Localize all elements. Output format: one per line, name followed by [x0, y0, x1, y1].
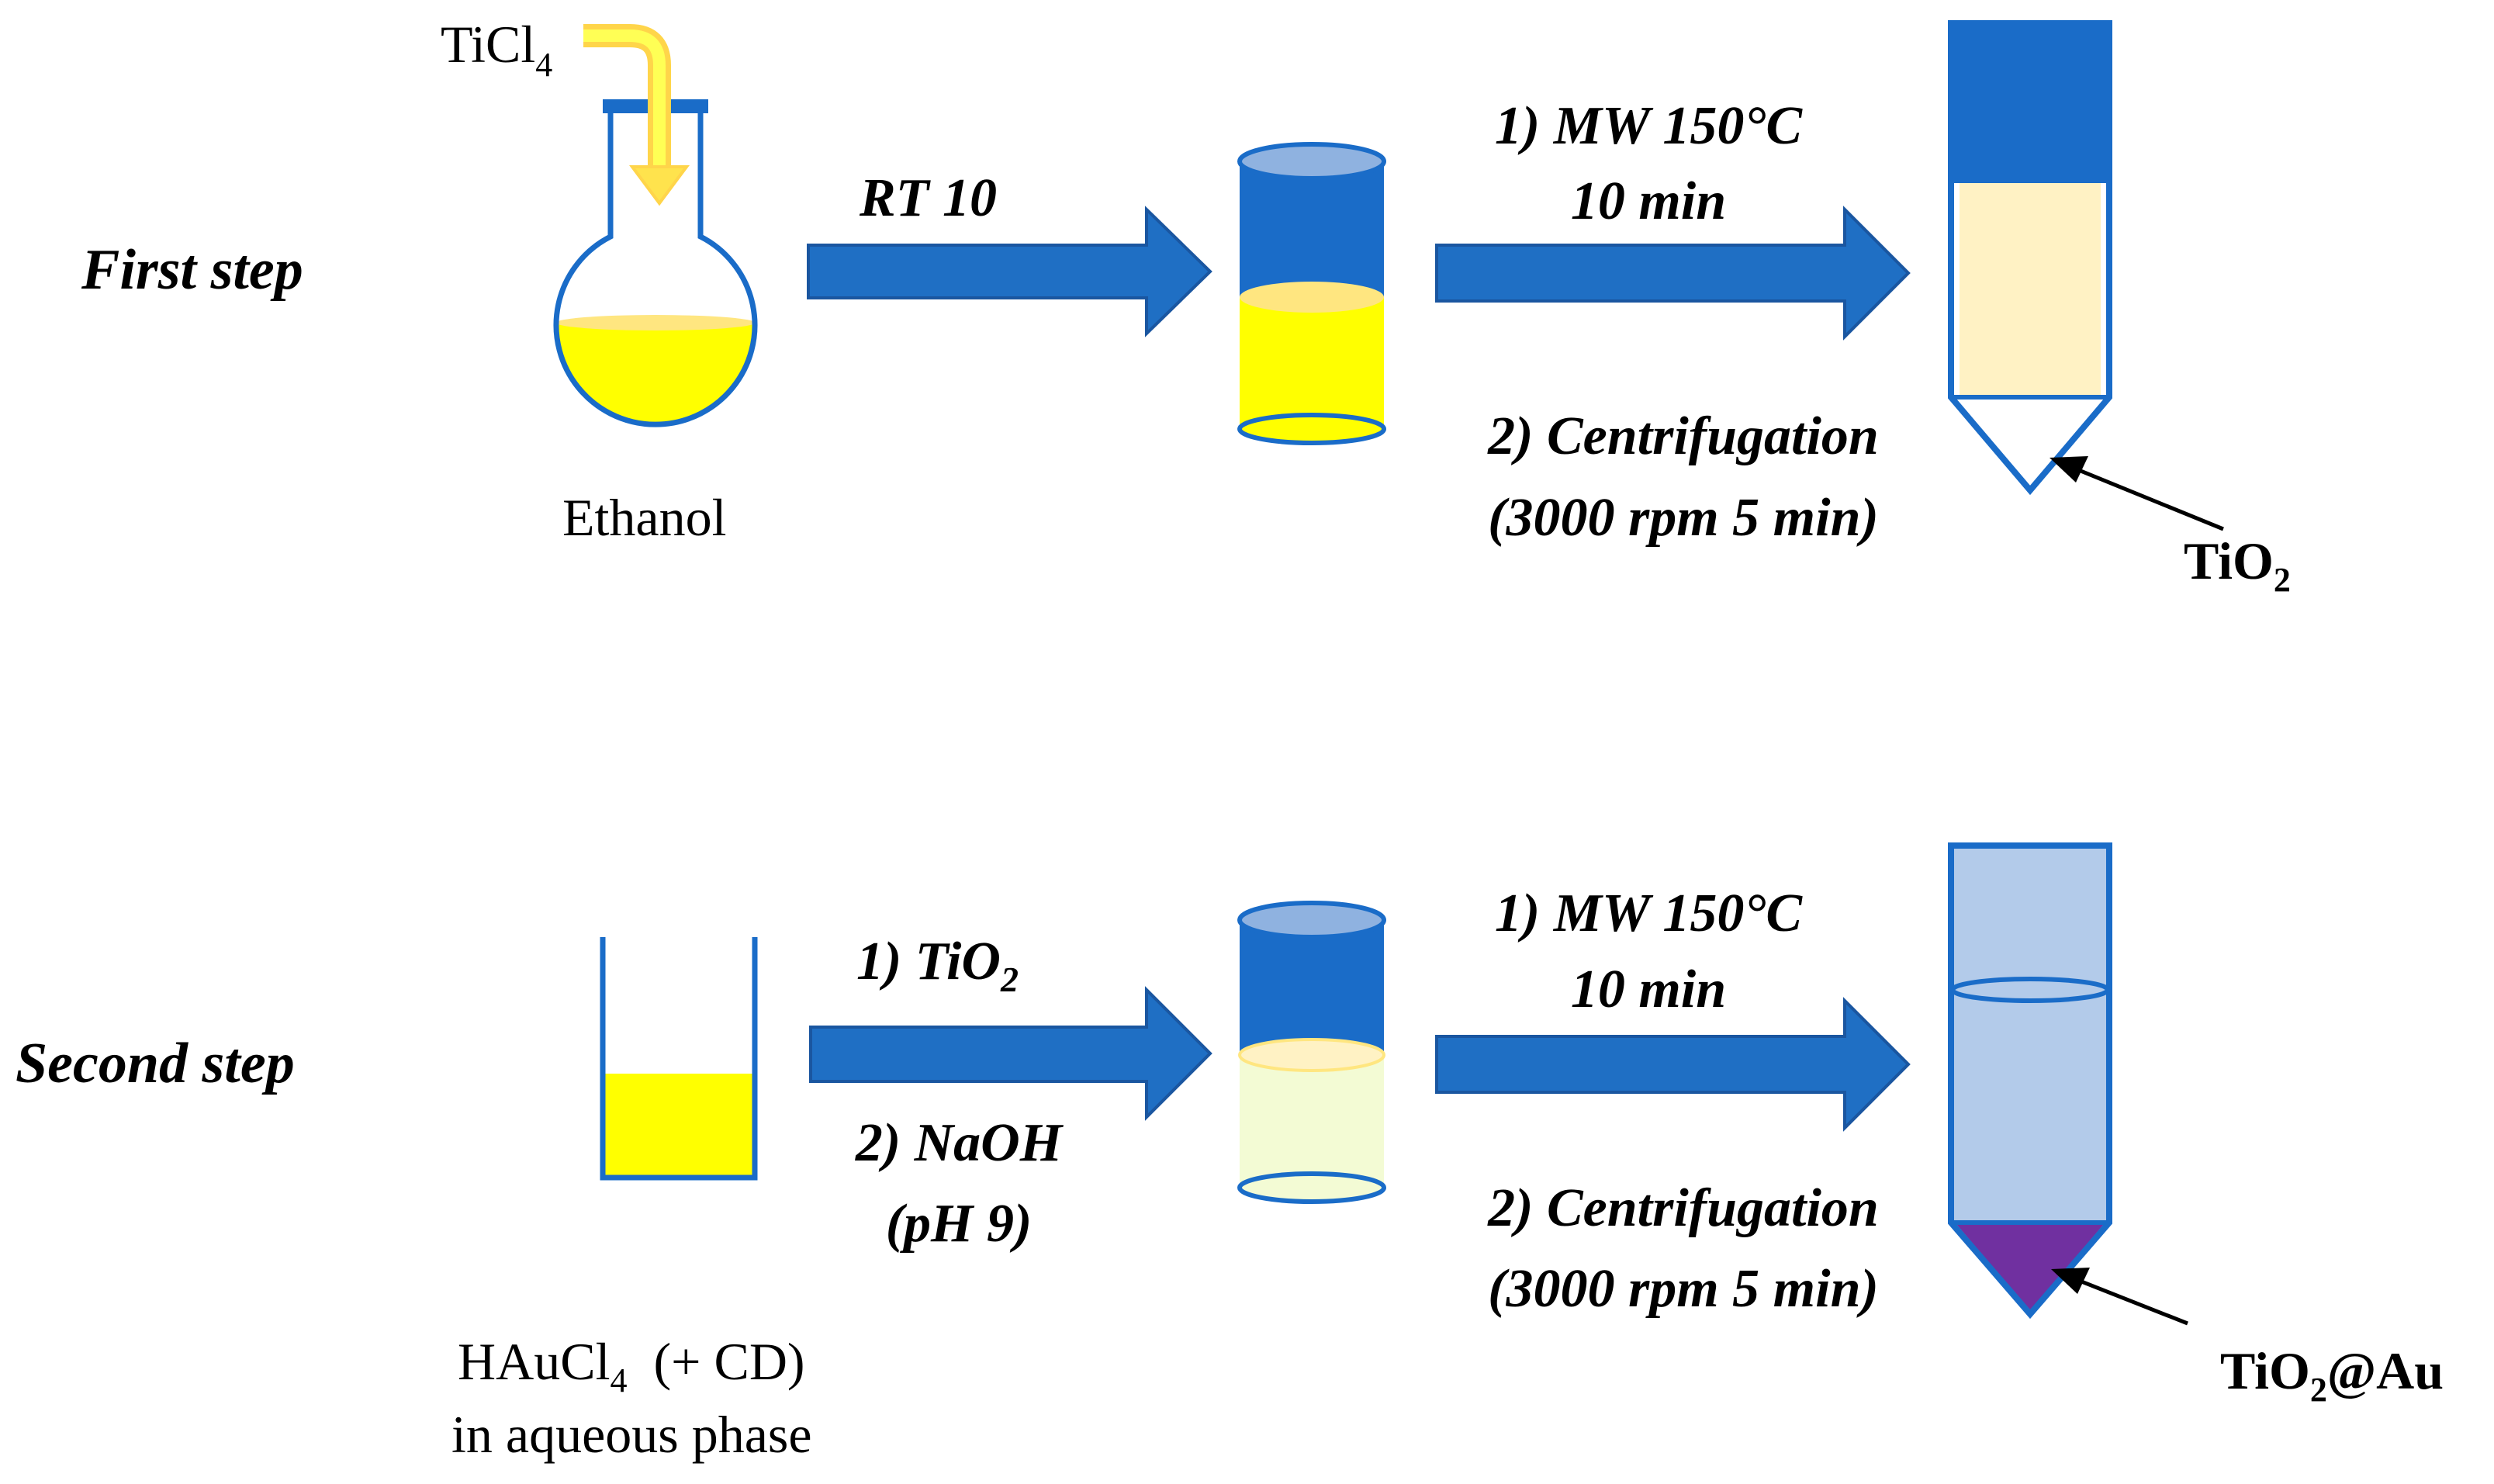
beaker-top [1237, 901, 1386, 939]
beaker-liquid [1240, 1055, 1384, 1188]
step1-arrow-1-label: RT 10 [859, 168, 997, 228]
step2-beaker [1237, 901, 1386, 1204]
beaker-liquid-surface [1238, 1038, 1385, 1072]
ticl4-label: TiCl4 [441, 15, 552, 84]
step1-arrow-1 [807, 206, 1212, 337]
tube-supernatant [1960, 183, 2101, 396]
flask-liquid [556, 324, 755, 424]
step1-arrow-2-bottom-line2: (3000 rpm 5 min) [1488, 488, 1879, 548]
step2-arrow-1-bottom-line2: (pH 9) [886, 1194, 1033, 1254]
flask-outline [553, 109, 758, 427]
tube-fill [1951, 846, 2109, 1314]
tube-liquid-surface [1950, 977, 2110, 1003]
step2-centrifuge-tube [1948, 842, 2112, 1320]
tio2au-product-label: TiO2@Au [2220, 1341, 2444, 1409]
second-step-label: Second step [16, 1032, 295, 1095]
tube-precipitate [1956, 1224, 2104, 1311]
beaker-liquid [1240, 297, 1384, 429]
step1-arrow-2 [1435, 206, 1911, 341]
step2-arrow-2-bottom-line2: (3000 rpm 5 min) [1488, 1259, 1879, 1319]
aqueous-phase-label: in aqueous phase [451, 1405, 812, 1464]
step1-arrow-2-top-line2: 10 min [1571, 171, 1726, 231]
tube-cap [1951, 23, 2109, 183]
beaker-top [1237, 142, 1386, 181]
beaker-liquid-surface [1240, 282, 1384, 313]
first-step-label: First step [81, 238, 303, 302]
tio2au-pointer-arrow [2069, 1275, 2188, 1326]
step2-arrow-1 [809, 986, 1212, 1121]
beaker-liquid-bottom [1237, 413, 1386, 445]
step1-arrow-2-top-line1: 1) MW 150°C [1495, 96, 1804, 156]
step2-arrow-2-top-line2: 10 min [1571, 960, 1726, 1019]
step2-arrow-2 [1435, 997, 1911, 1132]
tube-outline [1948, 842, 2112, 1320]
haucl4-liquid-top-band [605, 1057, 752, 1074]
haucl4-liquid [605, 1074, 752, 1178]
step2-arrow-2-top-line1: 1) MW 150°C [1495, 884, 1804, 943]
step2-arrow-2-bottom-line1: 2) Centrifugation [1487, 1178, 1879, 1238]
step1-centrifuge-tube [1948, 20, 2112, 496]
ticl4-addition-arrow-icon [583, 24, 690, 206]
haucl4-beaker [600, 937, 758, 1181]
beaker-liquid-bottom [1237, 1171, 1386, 1204]
step1-beaker [1237, 142, 1386, 445]
tio2-pointer-arrowhead [2050, 456, 2088, 483]
haucl4-beaker-outline [600, 937, 758, 1181]
tio2-product-label: TiO2 [2184, 531, 2291, 599]
step1-arrow-2-bottom-line1: 2) Centrifugation [1487, 406, 1879, 466]
step2-arrow-1-top: 1) TiO2 [856, 932, 1019, 999]
flask-liquid-surface [556, 315, 755, 330]
haucl4-label: HAuCl4 (+ CD) [458, 1332, 805, 1399]
tio2-pointer-arrow [2067, 463, 2224, 531]
step2-arrow-1-bottom-line1: 2) NaOH [855, 1113, 1064, 1173]
tio2au-pointer-arrowhead [2051, 1268, 2090, 1294]
ethanol-label: Ethanol [562, 488, 727, 547]
tube-outline [1948, 20, 2112, 496]
